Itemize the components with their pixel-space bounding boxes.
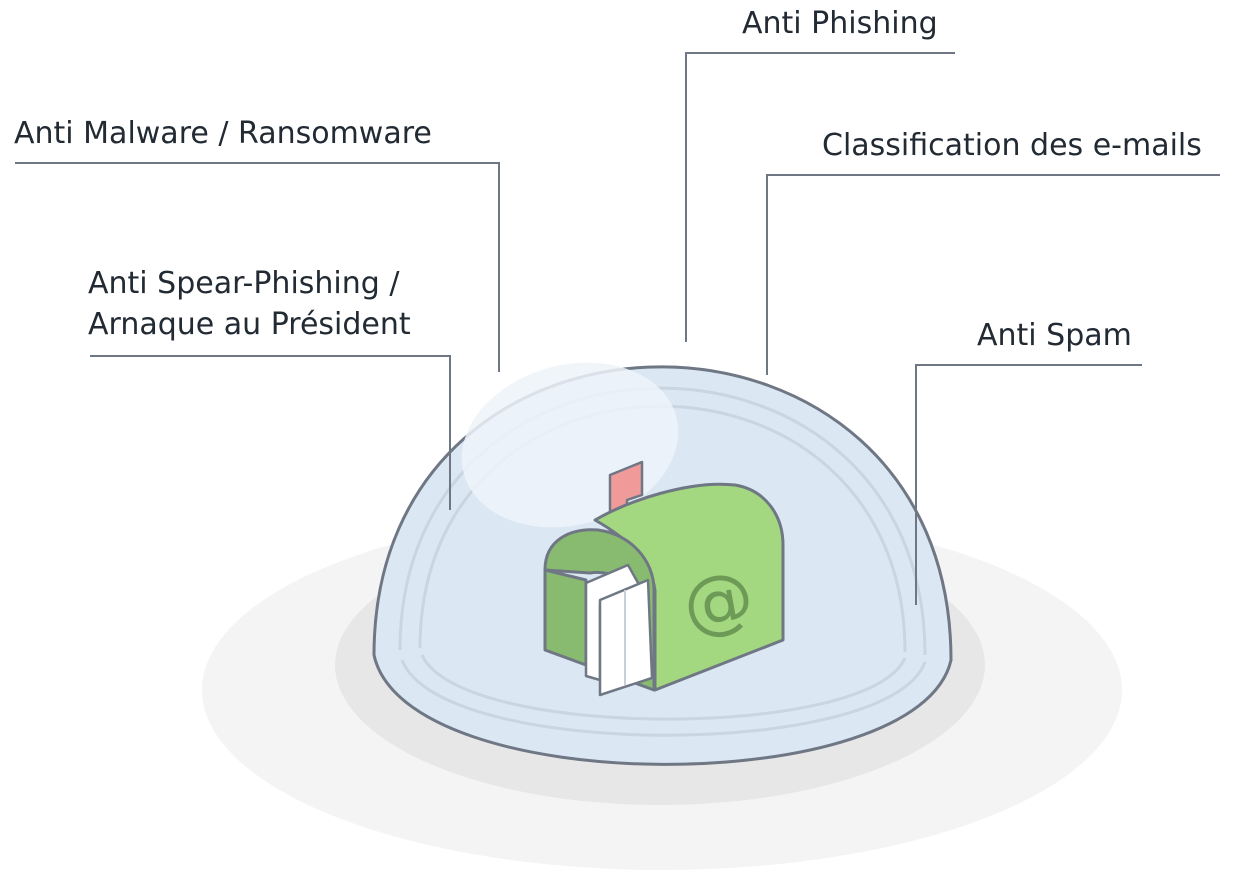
label-spear-phishing-line2: Arnaque au Président: [88, 307, 411, 342]
label-spear-phishing-line1: Anti Spear-Phishing /: [88, 266, 400, 301]
label-anti-malware: Anti Malware / Ransomware: [14, 116, 432, 151]
label-classification: Classification des e-mails: [822, 128, 1202, 163]
leader-anti-malware: [15, 162, 500, 372]
leader-anti-phishing: [685, 52, 955, 342]
leader-classification: [766, 174, 1220, 375]
mailbox-icon: @: [543, 460, 785, 697]
at-symbol: @: [677, 555, 760, 648]
label-anti-phishing: Anti Phishing: [742, 6, 938, 41]
label-anti-spam: Anti Spam: [977, 318, 1132, 353]
leader-anti-spam: [915, 364, 1142, 605]
leader-lines: [15, 52, 1220, 605]
leader-spear-phishing: [90, 355, 451, 510]
